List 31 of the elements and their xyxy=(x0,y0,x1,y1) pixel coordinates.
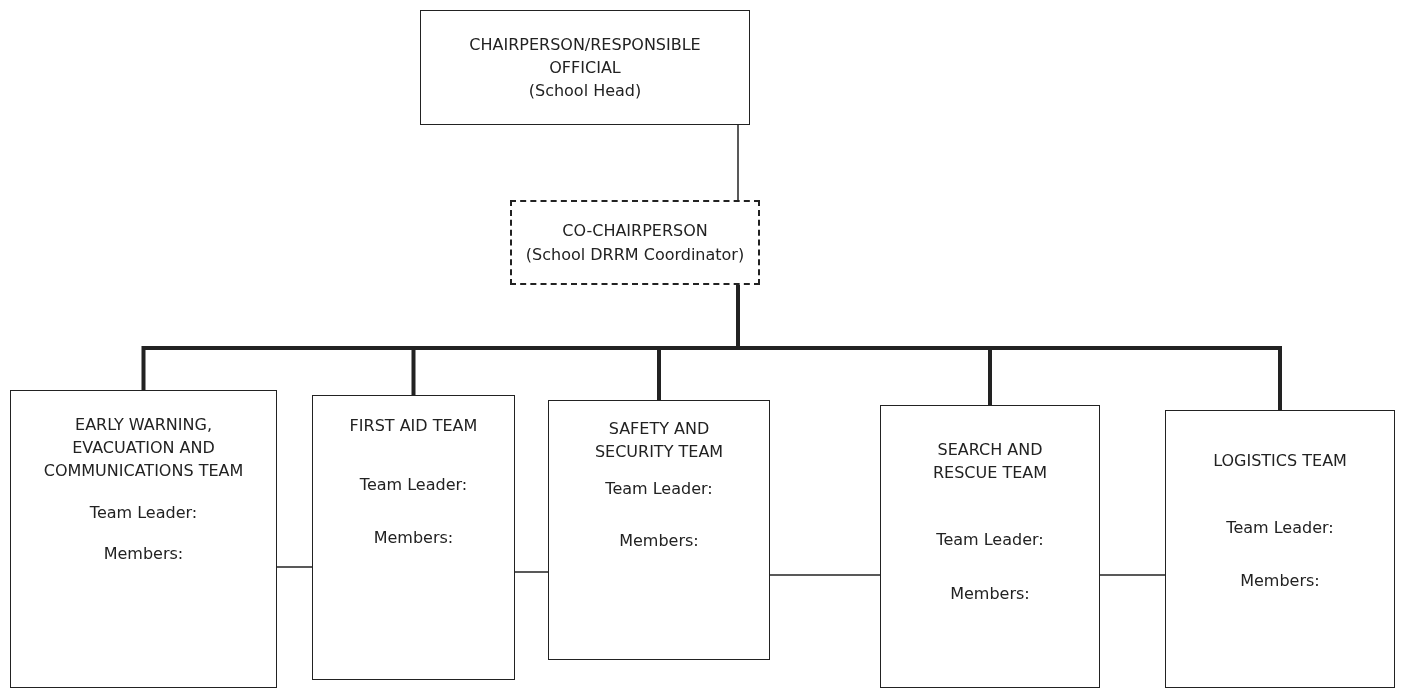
role-label: Team Leader: xyxy=(936,529,1044,552)
role-label: Members: xyxy=(103,542,184,565)
position-title: SAFETY AND SECURITY TEAM xyxy=(593,418,725,464)
role-label: Team Leader: xyxy=(1226,517,1334,540)
role-label: (School DRRM Coordinator) xyxy=(525,243,745,266)
team-box xyxy=(548,400,770,660)
team-box xyxy=(1165,410,1395,688)
role-label: Members: xyxy=(619,529,699,552)
position-box xyxy=(420,10,750,125)
position-title: EARLY WARNING, EVACUATION AND COMMUNICATIONS TEAM xyxy=(42,414,245,483)
role-label: Members: xyxy=(950,582,1030,605)
team-box xyxy=(312,395,515,680)
position-box xyxy=(510,200,760,285)
position-title: FIRST AID TEAM xyxy=(349,415,478,437)
role-label: Team Leader: xyxy=(89,501,198,524)
role-label: Members: xyxy=(373,527,454,550)
connector-line xyxy=(769,574,881,576)
position-title: CHAIRPERSON/RESPONSIBLE OFFICIAL xyxy=(469,33,701,79)
role-label: Team Leader: xyxy=(359,474,468,497)
role-label: Members: xyxy=(1240,570,1320,593)
connector-line xyxy=(1099,574,1166,576)
connector-line xyxy=(276,566,313,568)
position-title: LOGISTICS TEAM xyxy=(1213,450,1347,472)
position-title: SEARCH AND RESCUE TEAM xyxy=(931,439,1049,485)
connector-line xyxy=(737,124,739,201)
team-box xyxy=(880,405,1100,688)
position-title: CO-CHAIRPERSON xyxy=(562,220,708,243)
role-label: Team Leader: xyxy=(605,478,713,501)
role-label: (School Head) xyxy=(528,80,642,103)
team-box xyxy=(10,390,277,688)
connector-line xyxy=(514,571,549,573)
